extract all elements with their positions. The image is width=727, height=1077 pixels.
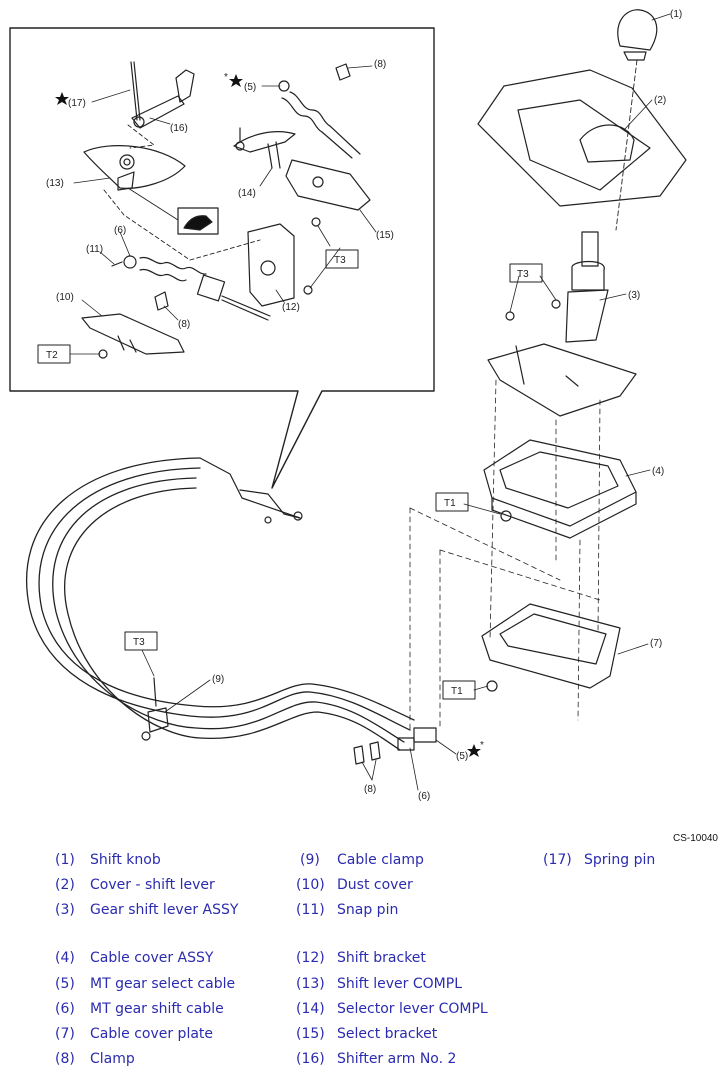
- torque-boxes: [37, 249, 543, 700]
- inset-select-cable: [278, 80, 361, 159]
- inset-t3-bolt-lower: [303, 285, 313, 295]
- torque-t2-inset: T2: [46, 350, 58, 361]
- dust-cover-part: [81, 313, 185, 355]
- callout-14: (14): [238, 188, 256, 199]
- gear-shift-lever-part: [487, 231, 637, 417]
- asterisk-mark-inset: *: [224, 72, 228, 83]
- lubricant-symbol: [177, 207, 219, 235]
- legend-item: (11)Snap pin: [296, 902, 399, 918]
- main-t3-bolt-left: [505, 311, 515, 321]
- legend-item: (10)Dust cover: [296, 877, 413, 893]
- callout-3: (3): [628, 290, 640, 301]
- legend-item: (16)Shifter arm No. 2: [296, 1051, 457, 1067]
- inset-clamp-bottom: [154, 291, 169, 311]
- legend-item: (8)Clamp: [55, 1051, 135, 1067]
- callout-7: (7): [650, 638, 662, 649]
- callout-8-inset-top: (8): [374, 59, 386, 70]
- main-t1-bolt-upper: [500, 510, 512, 522]
- legend-item: (17)Spring pin: [543, 852, 656, 868]
- diagram-code: CS-10040: [672, 833, 718, 844]
- shifter-arm-part: [131, 69, 195, 129]
- star-marks: [55, 74, 481, 757]
- exploded-parts-diagram: * * (1) (2) (3) (4) (5) (5) (6) (6) (7) …: [9, 9, 687, 802]
- cable-clamp-part: [141, 677, 169, 741]
- upper-cable-ends: [199, 457, 303, 524]
- shift-knob-part: [617, 9, 658, 61]
- parts-legend: (1)Shift knob (2)Cover - shift lever (3)…: [0, 850, 727, 1077]
- legend-item: (14)Selector lever COMPL: [296, 1001, 488, 1017]
- inset-t3-bolt-upper: [311, 217, 321, 227]
- callout-13: (13): [46, 178, 64, 189]
- legend-item: (15)Select bracket: [296, 1026, 438, 1042]
- inset-frame: [9, 27, 435, 489]
- callout-4: (4): [652, 466, 664, 477]
- main-t3-bolt-right: [551, 299, 561, 309]
- main-cable-pair: [25, 457, 415, 751]
- shift-bracket-part: [247, 223, 295, 307]
- callout-17: (17): [68, 98, 86, 109]
- legend-item: (7)Cable cover plate: [55, 1026, 214, 1042]
- shift-lever-compl-part: [83, 145, 186, 191]
- asterisk-mark-main: *: [480, 740, 484, 751]
- lower-cable-ends: [397, 727, 437, 751]
- legend-item: (3)Gear shift lever ASSY: [55, 902, 239, 918]
- legend-item: (12)Shift bracket: [296, 950, 426, 966]
- callout-2: (2): [654, 95, 666, 106]
- cable-cover-plate-part: [481, 603, 621, 689]
- main-t1-bolt-lower: [486, 680, 498, 692]
- legend-item: (5)MT gear select cable: [55, 976, 236, 992]
- inset-clamp-top: [335, 63, 351, 81]
- torque-t3-main: T3: [517, 269, 529, 280]
- torque-t1-upper: T1: [444, 498, 456, 509]
- callout-12: (12): [282, 302, 300, 313]
- callout-1: (1): [670, 9, 682, 20]
- callout-15: (15): [376, 230, 394, 241]
- legend-item: (9)Cable clamp: [300, 852, 424, 868]
- callout-5-main: (5): [456, 751, 468, 762]
- callout-8-main: (8): [364, 784, 376, 795]
- callout-8-inset-bottom: (8): [178, 319, 190, 330]
- legend-item: (13)Shift lever COMPL: [296, 976, 462, 992]
- legend-item: (1)Shift knob: [55, 852, 161, 868]
- inset-shift-cable: [111, 255, 271, 321]
- legend-item: (6)MT gear shift cable: [55, 1001, 224, 1017]
- callout-6-inset: (6): [114, 225, 126, 236]
- callout-16: (16): [170, 123, 188, 134]
- torque-t3-inset: T3: [334, 255, 346, 266]
- select-bracket-part: [285, 159, 371, 211]
- torque-t1-lower: T1: [451, 686, 463, 697]
- legend-item: (4)Cable cover ASSY: [55, 950, 214, 966]
- selector-lever-part: [233, 127, 296, 169]
- cable-cover-assy-part: [483, 439, 637, 539]
- callout-10: (10): [56, 292, 74, 303]
- spring-pin-part: [130, 61, 141, 121]
- callout-6-main: (6): [418, 791, 430, 802]
- callout-11: (11): [86, 244, 103, 255]
- legend-item: (2)Cover - shift lever: [55, 877, 215, 893]
- shift-lever-cover-part: [477, 69, 687, 207]
- torque-t3-clamp: T3: [133, 637, 145, 648]
- main-clamps: [353, 741, 381, 765]
- callout-9: (9): [212, 674, 224, 685]
- callout-5-inset: (5): [244, 82, 256, 93]
